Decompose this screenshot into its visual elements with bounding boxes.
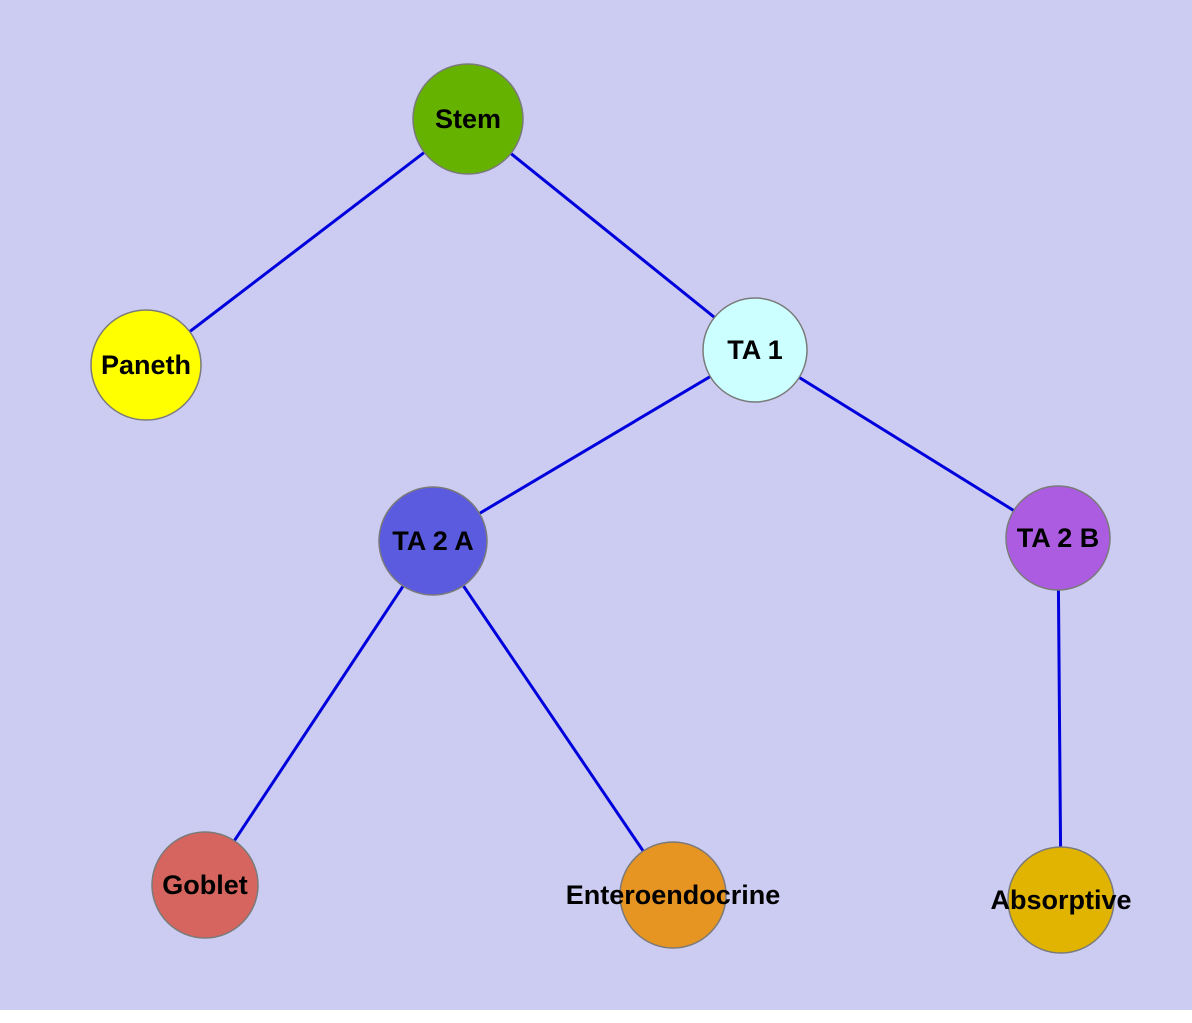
node-absorptive[interactable]	[1007, 846, 1115, 954]
edge-ta2a-goblet[interactable]	[203, 540, 435, 886]
edge-ta1-ta2b[interactable]	[754, 348, 1059, 540]
node-ta2a[interactable]	[378, 486, 488, 596]
node-stem[interactable]	[412, 63, 524, 175]
node-goblet[interactable]	[151, 831, 259, 939]
edge-stem-ta1[interactable]	[467, 117, 756, 352]
edge-stem-paneth[interactable]	[145, 117, 469, 367]
edge-ta2b-absorptive[interactable]	[1056, 537, 1063, 901]
edge-ta2a-enteroendocrine[interactable]	[431, 540, 675, 896]
node-ta2b[interactable]	[1005, 485, 1111, 591]
node-enteroendocrine[interactable]	[619, 841, 727, 949]
node-ta1[interactable]	[702, 297, 808, 403]
edge-ta1-ta2a[interactable]	[432, 348, 756, 543]
node-paneth[interactable]	[90, 309, 202, 421]
